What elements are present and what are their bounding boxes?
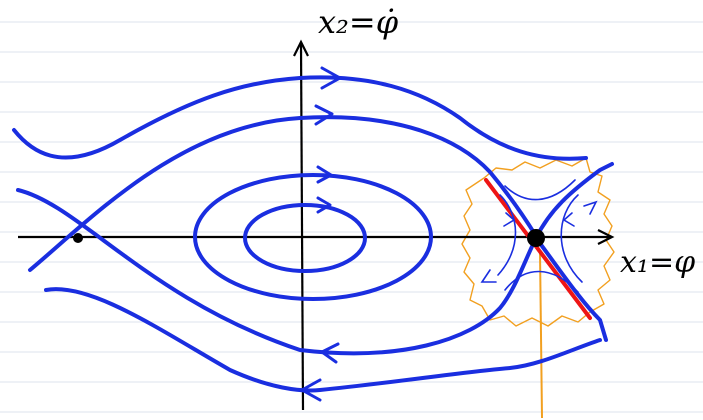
x1-axis-label: x₁=φ (620, 245, 696, 280)
lower-separatrix (16, 188, 538, 356)
right-saddle-detail (480, 162, 614, 342)
x1-axis-arrowhead (597, 229, 615, 245)
hyperbolic-orbit-bottom (504, 270, 579, 293)
x2-axis-arrowhead (293, 39, 309, 57)
bottom-outer-arrow (300, 378, 322, 402)
x2-axis (299, 43, 305, 411)
hyperbolic-arrow-4 (583, 200, 598, 215)
middle-orbit-arrow (316, 165, 333, 184)
stable-manifold (484, 178, 592, 320)
left-saddle-point (73, 233, 83, 243)
saddle-highlight-outline (461, 157, 615, 327)
hyperbolic-arrow-3 (480, 269, 497, 283)
separatrix-curves (16, 104, 538, 364)
bottom-outer-trajectory (44, 287, 602, 393)
hyperbolic-orbit-top (504, 179, 576, 201)
outgoing-branch-upper (534, 162, 614, 240)
pointer-line (539, 251, 543, 419)
upper-separatrix (28, 115, 538, 272)
top-outer-trajectory (12, 75, 588, 161)
lower-separatrix-arrow (320, 342, 340, 364)
inner-orbit-arrow (316, 196, 332, 214)
hyperbolic-arrow-1 (503, 212, 516, 227)
ruled-paper-lines (0, 21, 703, 413)
upper-separatrix-arrow (314, 104, 334, 126)
hyperbolic-orbit-right (560, 194, 583, 283)
middle-orbit (193, 173, 433, 301)
hyperbolic-orbit-left (497, 194, 517, 276)
top-outer-arrow (320, 66, 342, 90)
right-saddle-point (527, 229, 545, 247)
outer-trajectories (12, 66, 602, 402)
inner-orbit (243, 203, 367, 273)
x2-axis-label: x₂=φ̇ (318, 3, 399, 41)
closed-orbits (193, 165, 433, 301)
hyperbolic-arrow-2 (562, 212, 575, 227)
